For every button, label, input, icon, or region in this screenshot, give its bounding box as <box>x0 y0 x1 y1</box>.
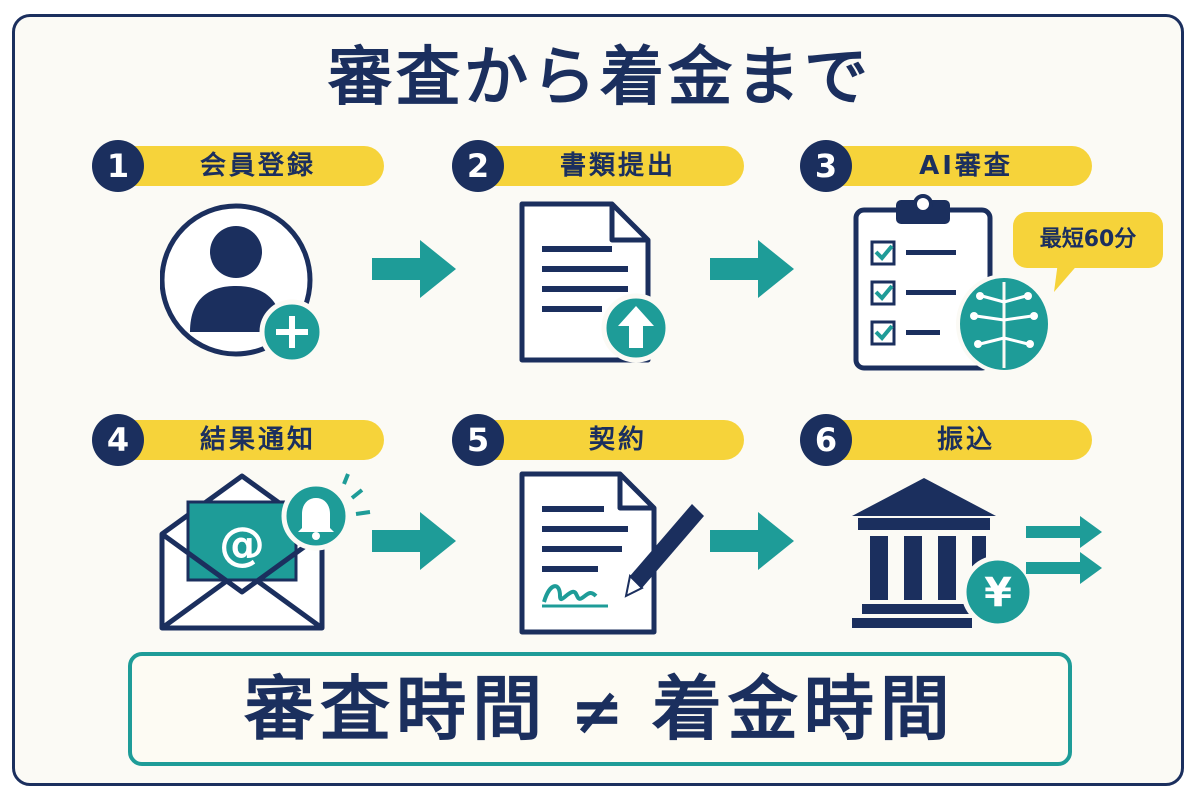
step-6-number: 6 <box>800 414 852 466</box>
step-6-header: 振込 6 <box>800 414 1100 466</box>
step-6-label: 振込 <box>816 420 1092 460</box>
step-5-number: 5 <box>452 414 504 466</box>
svg-text:@: @ <box>219 517 265 571</box>
step-4-header: 結果通知 4 <box>92 414 392 466</box>
arrow-right-icon <box>710 240 794 298</box>
bottom-statement-box: 審査時間 ≠ 着金時間 <box>128 652 1072 766</box>
payout-time-label: 着金時間 <box>651 668 956 750</box>
step-2-number: 2 <box>452 140 504 192</box>
step-2-label: 書類提出 <box>468 146 744 186</box>
step-1-number: 1 <box>92 140 144 192</box>
step-3-header: AI審査 3 <box>800 140 1100 192</box>
svg-text:¥: ¥ <box>984 570 1012 616</box>
page-title: 審査から着金まで <box>328 41 872 115</box>
not-equal-symbol: ≠ <box>570 675 630 749</box>
step-1-label: 会員登録 <box>108 146 384 186</box>
bank-yen-transfer-icon: ¥ <box>848 474 1113 634</box>
contract-signature-pen-icon <box>516 470 716 640</box>
step-1-header: 会員登録 1 <box>92 140 392 192</box>
step-5-label: 契約 <box>468 420 744 460</box>
arrow-right-icon <box>710 512 794 570</box>
speech-bubble: 最短60分 <box>1013 212 1163 268</box>
step-4-number: 4 <box>92 414 144 466</box>
user-add-icon <box>160 200 340 370</box>
clipboard-checklist-ai-brain-icon <box>852 192 1052 382</box>
speech-bubble-tail <box>1054 262 1080 292</box>
review-time-label: 審査時間 <box>244 668 549 750</box>
step-2-header: 書類提出 2 <box>452 140 752 192</box>
arrow-right-icon <box>372 512 456 570</box>
arrow-right-icon <box>372 240 456 298</box>
document-upload-icon <box>516 200 686 370</box>
email-notification-bell-icon: @ <box>158 468 378 633</box>
step-3-label: AI審査 <box>816 146 1092 186</box>
step-5-header: 契約 5 <box>452 414 752 466</box>
step-3-number: 3 <box>800 140 852 192</box>
bottom-statement: 審査時間 ≠ 着金時間 <box>132 656 1068 765</box>
step-4-label: 結果通知 <box>108 420 384 460</box>
